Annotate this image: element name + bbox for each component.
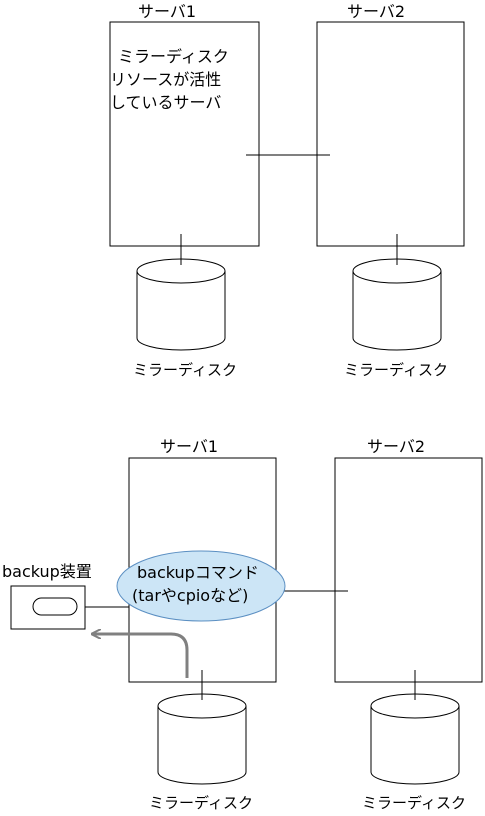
- backup-media-slot-icon: [32, 597, 78, 616]
- top-server2-label: サーバ2: [347, 2, 405, 21]
- top-disk2-cylinder: [352, 258, 442, 351]
- top-server1-note-line3: しているサーバ: [110, 93, 221, 112]
- bottom-disk1-cylinder: [157, 693, 247, 785]
- bottom-disk2-label: ミラーディスク: [362, 794, 466, 812]
- top-disk1-cylinder: [136, 258, 226, 351]
- bottom-server1-label: サーバ1: [160, 437, 218, 456]
- bottom-disk1-label: ミラーディスク: [149, 794, 253, 812]
- backup-device-label: backup装置: [2, 562, 92, 581]
- backup-command-line2: (tarやcpioなど): [132, 586, 248, 605]
- top-server2-box: [316, 21, 465, 247]
- top-server1-note-line2: リソースが活性: [110, 70, 221, 89]
- top-disk2-label: ミラーディスク: [344, 361, 448, 379]
- top-server1-note-line1: ミラーディスク: [118, 47, 229, 66]
- top-disk1-label: ミラーディスク: [133, 361, 237, 379]
- backup-command-line1: backupコマンド: [137, 563, 259, 582]
- top-section: サーバ1 ミラーディスク リソースが活性 しているサーバ サーバ2 ミラーディス…: [109, 2, 465, 379]
- bottom-disk2-cylinder: [370, 693, 460, 785]
- top-server1-label: サーバ1: [138, 2, 196, 21]
- backup-flow-arrow: [93, 634, 189, 678]
- bottom-server2-box: [334, 457, 483, 683]
- bottom-server2-label: サーバ2: [367, 437, 425, 456]
- backup-command-ellipse: [116, 550, 286, 622]
- bottom-section: サーバ1 サーバ2 backup装置 backupコマンド (tarやcpioな…: [2, 437, 483, 812]
- top-server1-box: [109, 21, 260, 247]
